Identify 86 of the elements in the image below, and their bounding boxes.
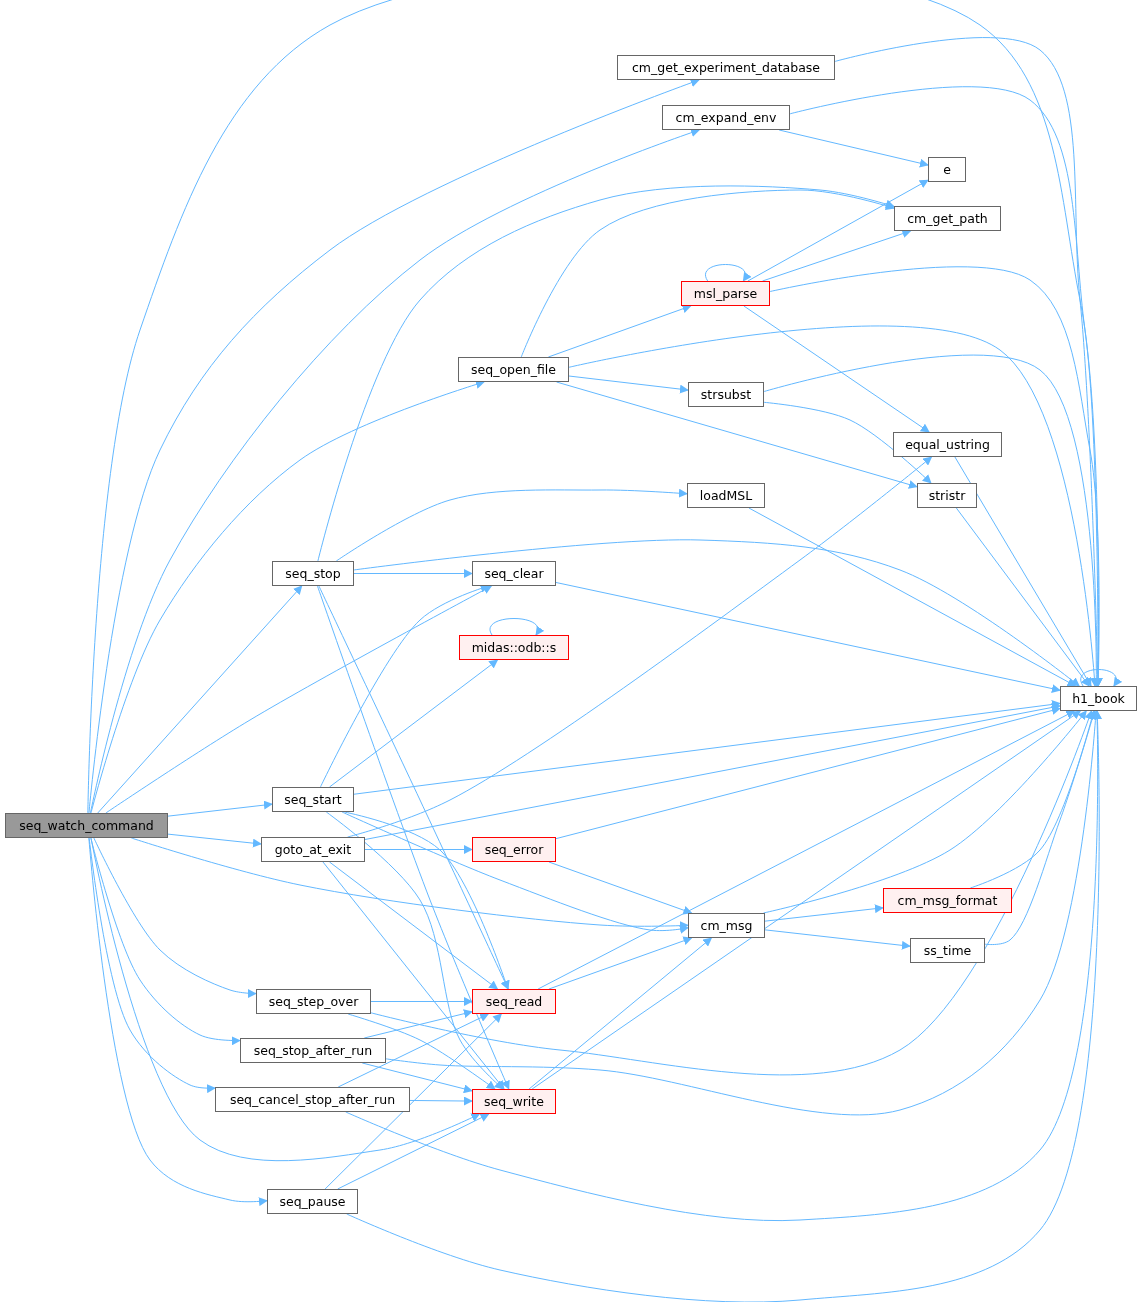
call-arrow [555, 706, 1061, 840]
function-box: seq_clear [472, 561, 556, 586]
call-arrow [364, 845, 473, 854]
call-arrow [353, 569, 473, 578]
call-arrow [97, 585, 303, 814]
call-arrow [763, 710, 1087, 914]
function-box: loadMSL [687, 483, 765, 508]
call-arrow [317, 185, 895, 562]
call-arrow [329, 659, 499, 788]
function-box: h1_book [1060, 686, 1137, 711]
root-function-box: seq_watch_command [5, 813, 168, 838]
call-arrow [409, 1096, 473, 1106]
function-box: seq_stop [272, 561, 354, 586]
call-arrow [743, 305, 930, 433]
call-arrow [747, 179, 929, 282]
function-box: cm_msg_format [883, 888, 1012, 913]
function-box: seq_stop_after_run [240, 1038, 386, 1063]
function-box: msl_parse [681, 281, 770, 306]
call-arrow [548, 936, 693, 990]
call-arrow [347, 456, 933, 838]
function-box: cm_get_path [894, 206, 1001, 231]
function-box: seq_write [472, 1089, 556, 1114]
function-box: seq_open_file [458, 357, 569, 382]
call-arrow [568, 325, 1099, 687]
call-arrow [329, 861, 499, 990]
call-arrow [763, 401, 932, 484]
call-arrow [318, 585, 509, 990]
call-arrow [88, 837, 268, 1207]
call-arrow [1080, 669, 1122, 687]
call-arrow [88, 837, 216, 1094]
call-arrow [325, 811, 504, 1090]
call-arrow [105, 585, 493, 814]
call-arrow [954, 456, 1092, 687]
call-arrow [489, 618, 544, 636]
call-arrow [555, 582, 1061, 693]
call-arrow [322, 861, 505, 1090]
call-arrow [969, 710, 1096, 889]
call-arrow [764, 929, 911, 950]
call-arrow [370, 997, 473, 1006]
call-arrow [353, 539, 1080, 687]
call-arrow [520, 189, 895, 358]
function-box: seq_step_over [256, 989, 371, 1014]
function-box: seq_pause [267, 1189, 358, 1214]
call-arrow [568, 375, 689, 394]
function-box: midas::odb::s [459, 635, 569, 660]
call-arrow [547, 304, 692, 358]
call-arrow [769, 266, 1103, 687]
function-box: seq_read [472, 989, 556, 1014]
call-arrow [317, 585, 510, 1090]
call-arrow [324, 1013, 503, 1190]
function-box: stristr [917, 483, 977, 508]
function-box: ss_time [910, 938, 985, 963]
call-arrow [337, 1113, 490, 1190]
call-arrow [548, 861, 693, 915]
function-box: goto_at_exit [261, 837, 365, 862]
call-arrow [361, 1062, 473, 1094]
function-box: seq_error [472, 837, 556, 862]
call-arrow [556, 381, 918, 489]
function-box: cm_msg [688, 913, 765, 938]
call-arrow [705, 264, 751, 282]
call-arrow [335, 488, 688, 562]
function-box: cm_expand_env [662, 105, 790, 130]
call-arrow [90, 837, 481, 1162]
call-arrow [778, 129, 929, 168]
call-arrow [984, 710, 1097, 946]
call-arrow [167, 833, 262, 848]
call-arrow [528, 937, 713, 1090]
call-arrow [90, 380, 485, 814]
call-arrow [341, 811, 689, 934]
function-box: seq_start [272, 787, 354, 812]
call-arrow [764, 904, 884, 922]
call-arrow [167, 800, 273, 817]
function-box: cm_get_experiment_database [617, 55, 835, 80]
call-arrow [531, 710, 1082, 1090]
call-arrow [90, 837, 241, 1046]
call-arrow [762, 229, 912, 282]
call-arrow [955, 507, 1090, 687]
function-box: strsubst [688, 382, 764, 407]
call-arrow [363, 1009, 473, 1039]
call-arrow [364, 703, 1061, 840]
function-box: e [928, 157, 966, 182]
function-box: seq_cancel_stop_after_run [215, 1087, 410, 1112]
call-arrow [93, 837, 257, 998]
function-box: equal_ustring [893, 432, 1002, 457]
call-arrow [353, 700, 1061, 795]
call-arrow [537, 710, 1076, 990]
